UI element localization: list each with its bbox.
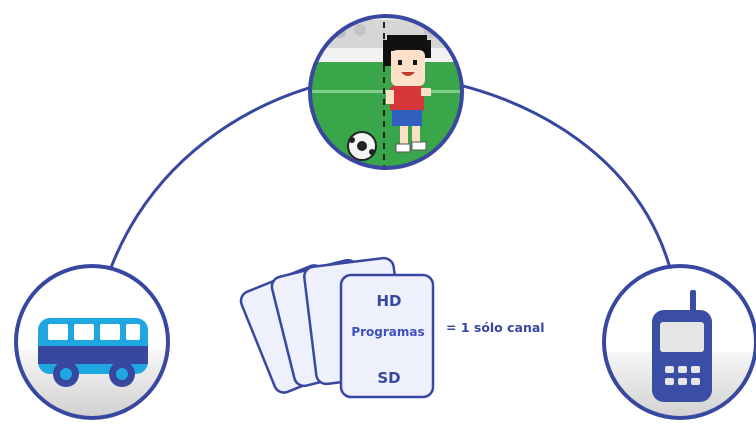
bus-icon xyxy=(38,318,148,387)
equation-label: = 1 sólo canal xyxy=(446,320,545,335)
card-programas-label: Programas xyxy=(351,325,424,339)
right-node xyxy=(602,264,756,420)
mobile-phone-icon xyxy=(652,290,712,402)
card-sd-label: SD xyxy=(377,369,400,387)
card-hd-label: HD xyxy=(376,292,401,310)
card-stack: HD Programas SD xyxy=(239,256,435,399)
top-node xyxy=(308,14,464,170)
soccer-player-icon xyxy=(310,16,462,168)
left-node xyxy=(14,264,170,420)
card-front xyxy=(339,273,435,399)
